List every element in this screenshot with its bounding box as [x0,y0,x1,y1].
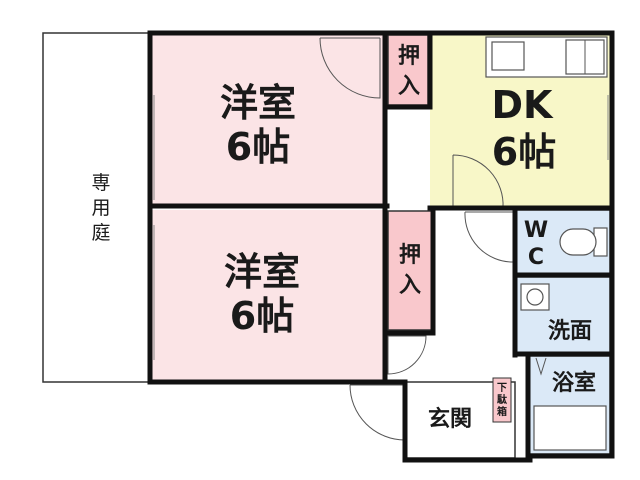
kitchen-sink [491,41,525,71]
closet-2-char-1: 押 [399,242,421,268]
shoe-box [492,377,512,423]
entrance-name: 玄関 [428,406,472,432]
private-garden-char-3: 庭 [91,222,110,244]
western-room-2 [152,210,386,380]
private-garden [42,32,150,383]
dk-name: DK [492,83,555,127]
bathroom-name: 浴室 [552,370,596,396]
basin-drain [526,288,544,306]
western-room-1-size: 6帖 [226,125,290,169]
shoe-box-char-2: 駄 [497,393,508,406]
dk-size: 6帖 [492,130,556,174]
private-garden-char-2: 用 [91,197,110,219]
shoe-box-char-1: 下 [497,382,507,394]
door-swing-room1 [319,37,381,99]
door-swing-wc [464,211,514,263]
closet-1-char-2: 入 [398,74,420,99]
door-swing-entrance [349,384,406,441]
private-garden-char-1: 専 [91,172,110,194]
closet-2 [387,210,434,331]
closet-2-char-2: 入 [399,273,421,298]
closet-1-char-1: 押 [398,43,420,69]
washroom-name: 洗面 [548,319,592,344]
western-room-1-name: 洋室 [220,81,296,125]
western-room-2-size: 6帖 [230,294,294,338]
wc-char-1: W [524,218,548,243]
wc-char-2: C [528,245,544,270]
toilet-bowl [559,228,597,256]
bathroom-door-swing [535,357,547,376]
door-swing-dk [452,154,504,209]
walls [147,30,615,463]
door-swing-room2 [387,335,427,375]
shoe-box-char-3: 箱 [497,405,507,418]
bathtub [533,405,607,451]
western-room-2-name: 洋室 [224,250,300,294]
western-room-1 [152,35,386,206]
